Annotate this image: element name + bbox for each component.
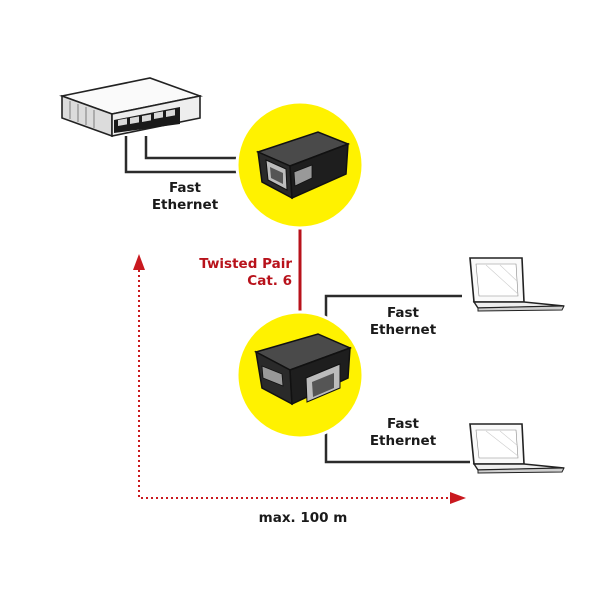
laptop-bottom-link-label-line2: Ethernet <box>369 433 437 449</box>
switch-to-extender-wire <box>124 136 238 174</box>
arrow-up-icon <box>133 254 145 270</box>
cable-label-line1: Twisted Pair <box>199 256 292 272</box>
arrow-right-icon <box>450 492 466 504</box>
laptop-bottom-link-label: Fast Ethernet <box>358 416 448 450</box>
network-switch-icon <box>59 77 203 138</box>
laptop-top-link-label-line2: Ethernet <box>369 322 437 338</box>
distance-label-text: max. 100 m <box>258 510 348 526</box>
switch-link-label: Fast Ethernet <box>142 180 228 214</box>
extender-bottom <box>235 310 365 440</box>
cable-label-line2: Cat. 6 <box>247 273 292 289</box>
distance-label: max. 100 m <box>238 510 368 527</box>
switch-link-label-line1: Fast <box>168 180 202 196</box>
laptop-top-link-label-line1: Fast <box>386 305 420 321</box>
cable-label: Twisted Pair Cat. 6 <box>186 256 292 290</box>
distance-arrow <box>133 254 466 504</box>
laptop-icon <box>469 423 565 474</box>
switch-link-label-line2: Ethernet <box>151 197 219 213</box>
ethernet-extender-icon <box>254 333 353 406</box>
laptop-icon <box>469 257 565 312</box>
ethernet-extender-icon <box>255 131 351 200</box>
laptop-bottom-link-label-line1: Fast <box>386 416 420 432</box>
laptop-top-link-label: Fast Ethernet <box>358 305 448 339</box>
extender-top <box>235 100 365 230</box>
